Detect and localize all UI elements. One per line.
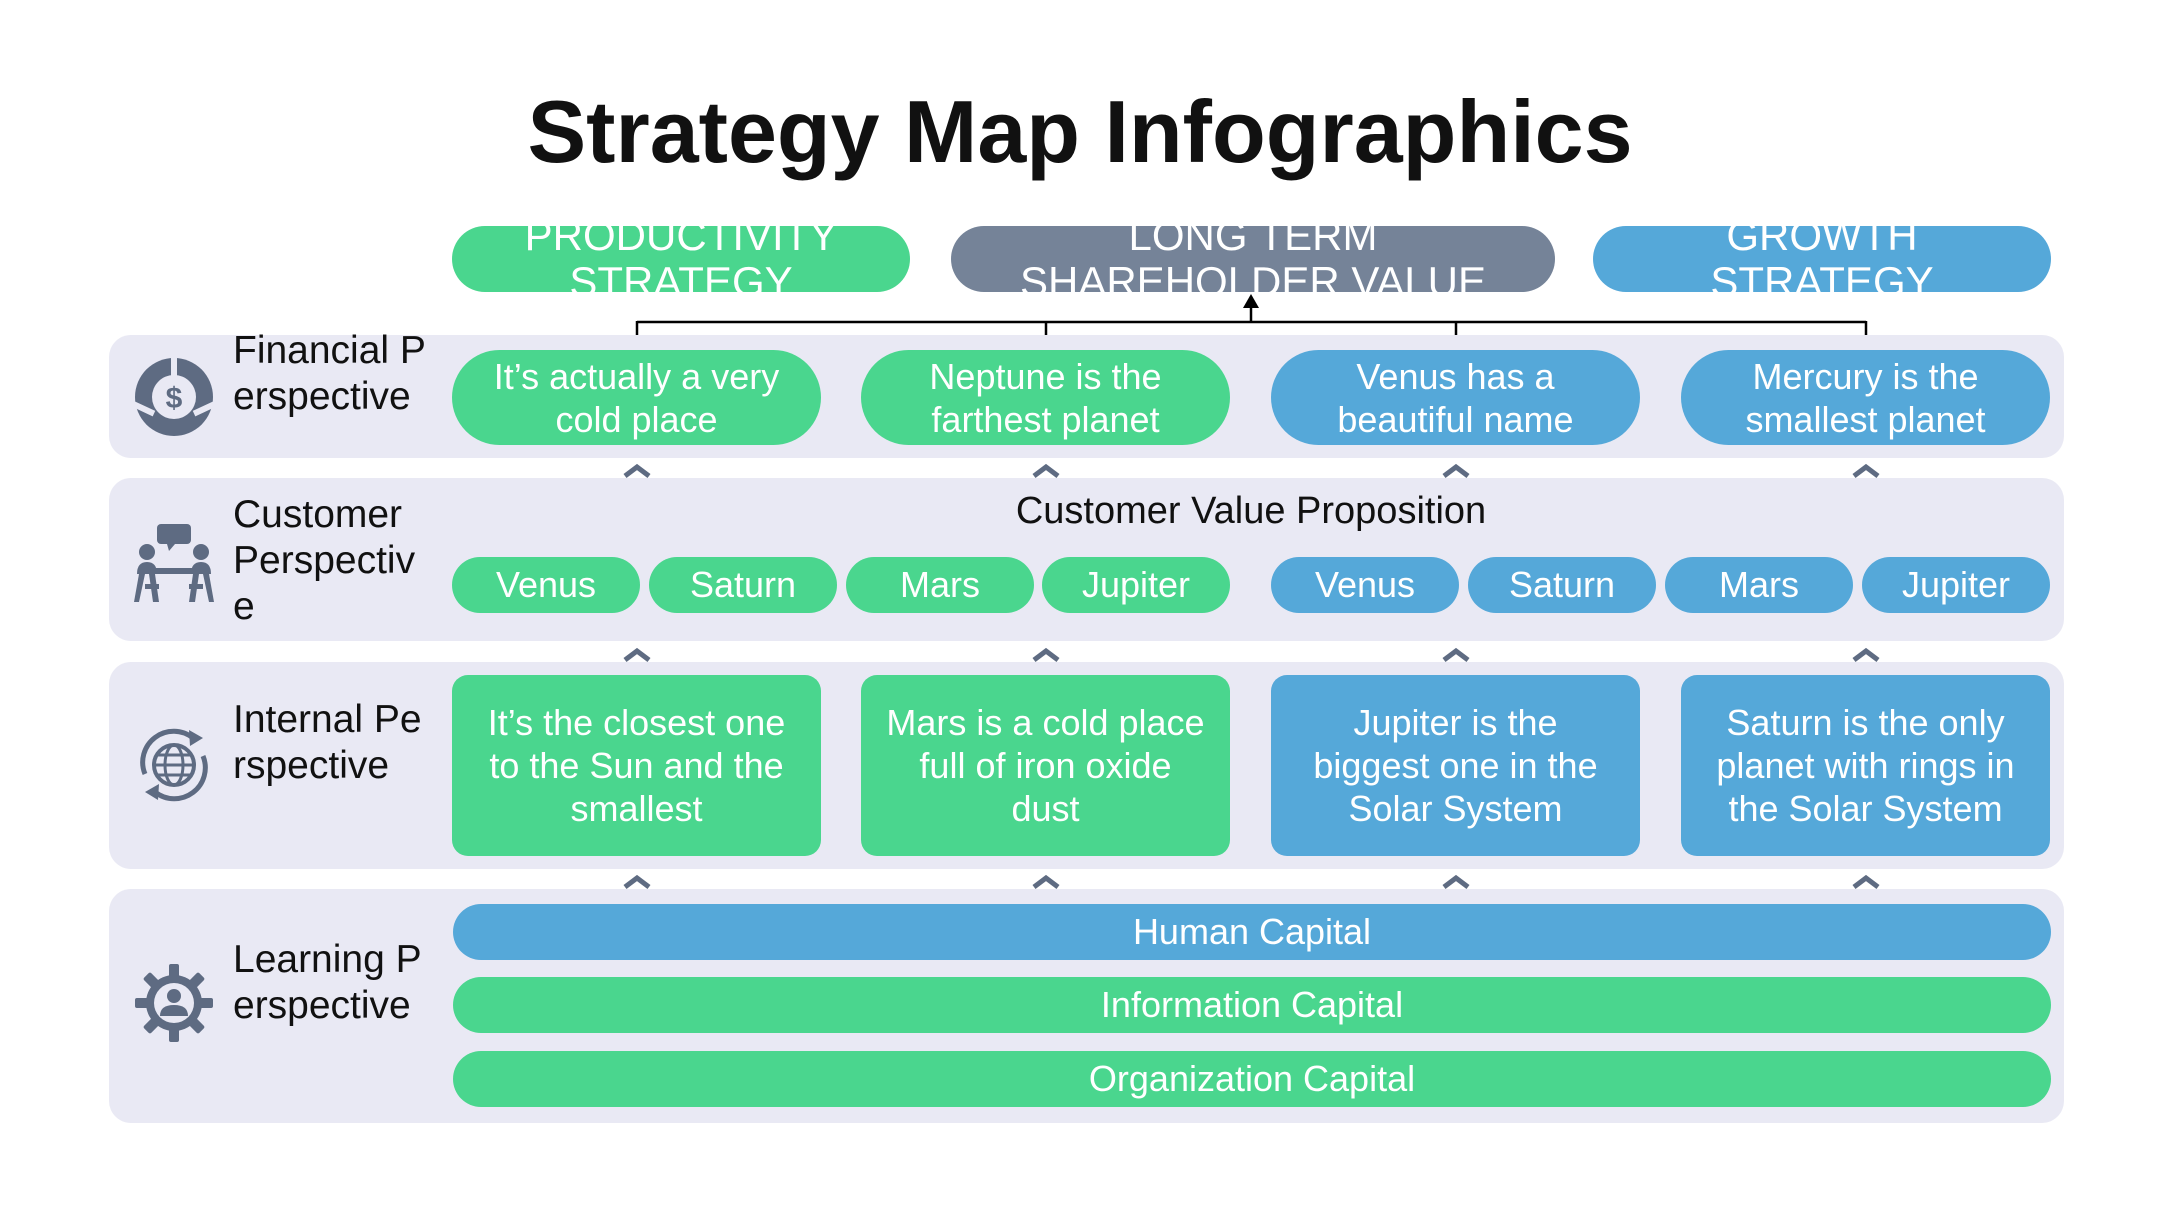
shareholder-value-pill: LONG TERM SHAREHOLDER VALUE (951, 226, 1555, 292)
organization-capital-bar: Organization Capital (453, 1051, 2051, 1107)
dollar-circle-icon: $ (133, 356, 215, 438)
meeting-people-icon (133, 522, 215, 604)
internal-perspective-label: Internal Perspective (233, 698, 422, 787)
caret-up-icon (1852, 647, 1880, 662)
customer-item: Jupiter (1042, 557, 1230, 613)
financial-item-1: It’s actually a very cold place (452, 350, 821, 445)
financial-item-3: Venus has a beautiful name (1271, 350, 1640, 445)
caret-up-icon (623, 463, 651, 478)
financial-item-4: Mercury is the smallest planet (1681, 350, 2050, 445)
customer-item: Jupiter (1862, 557, 2050, 613)
productivity-strategy-pill: PRODUCTIVITY STRATEGY (452, 226, 910, 292)
internal-item-4: Saturn is the only planet with rings in … (1681, 675, 2050, 856)
caret-up-icon (1852, 874, 1880, 889)
globe-cycle-icon (133, 724, 215, 806)
page-title: Strategy Map Infographics (527, 82, 1633, 181)
customer-item: Saturn (649, 557, 837, 613)
learning-perspective-label: Learning Perspective (233, 938, 422, 1027)
customer-item: Saturn (1468, 557, 1656, 613)
caret-up-icon (623, 874, 651, 889)
customer-item: Venus (1271, 557, 1459, 613)
customer-value-proposition-heading: Customer Value Proposition (1015, 490, 1487, 532)
caret-up-icon (1852, 463, 1880, 478)
internal-item-3: Jupiter is the biggest one in the Solar … (1271, 675, 1640, 856)
customer-item: Mars (846, 557, 1034, 613)
caret-up-icon (623, 647, 651, 662)
caret-up-icon (1442, 463, 1470, 478)
caret-up-icon (1442, 874, 1470, 889)
growth-strategy-pill: GROWTH STRATEGY (1593, 226, 2051, 292)
caret-up-icon (1032, 647, 1060, 662)
caret-up-icon (1032, 874, 1060, 889)
svg-text:$: $ (166, 382, 183, 415)
caret-up-icon (1032, 463, 1060, 478)
information-capital-bar: Information Capital (453, 977, 2051, 1033)
customer-perspective-label: Customer Perspective (233, 493, 416, 628)
caret-up-icon (1442, 647, 1470, 662)
financial-perspective-label: Financial Perspective (233, 329, 426, 418)
human-capital-bar: Human Capital (453, 904, 2051, 960)
internal-item-1: It’s the closest one to the Sun and the … (452, 675, 821, 856)
financial-item-2: Neptune is the farthest planet (861, 350, 1230, 445)
customer-item: Venus (452, 557, 640, 613)
gear-person-icon (133, 962, 215, 1044)
customer-item: Mars (1665, 557, 1853, 613)
internal-item-2: Mars is a cold place full of iron oxide … (861, 675, 1230, 856)
